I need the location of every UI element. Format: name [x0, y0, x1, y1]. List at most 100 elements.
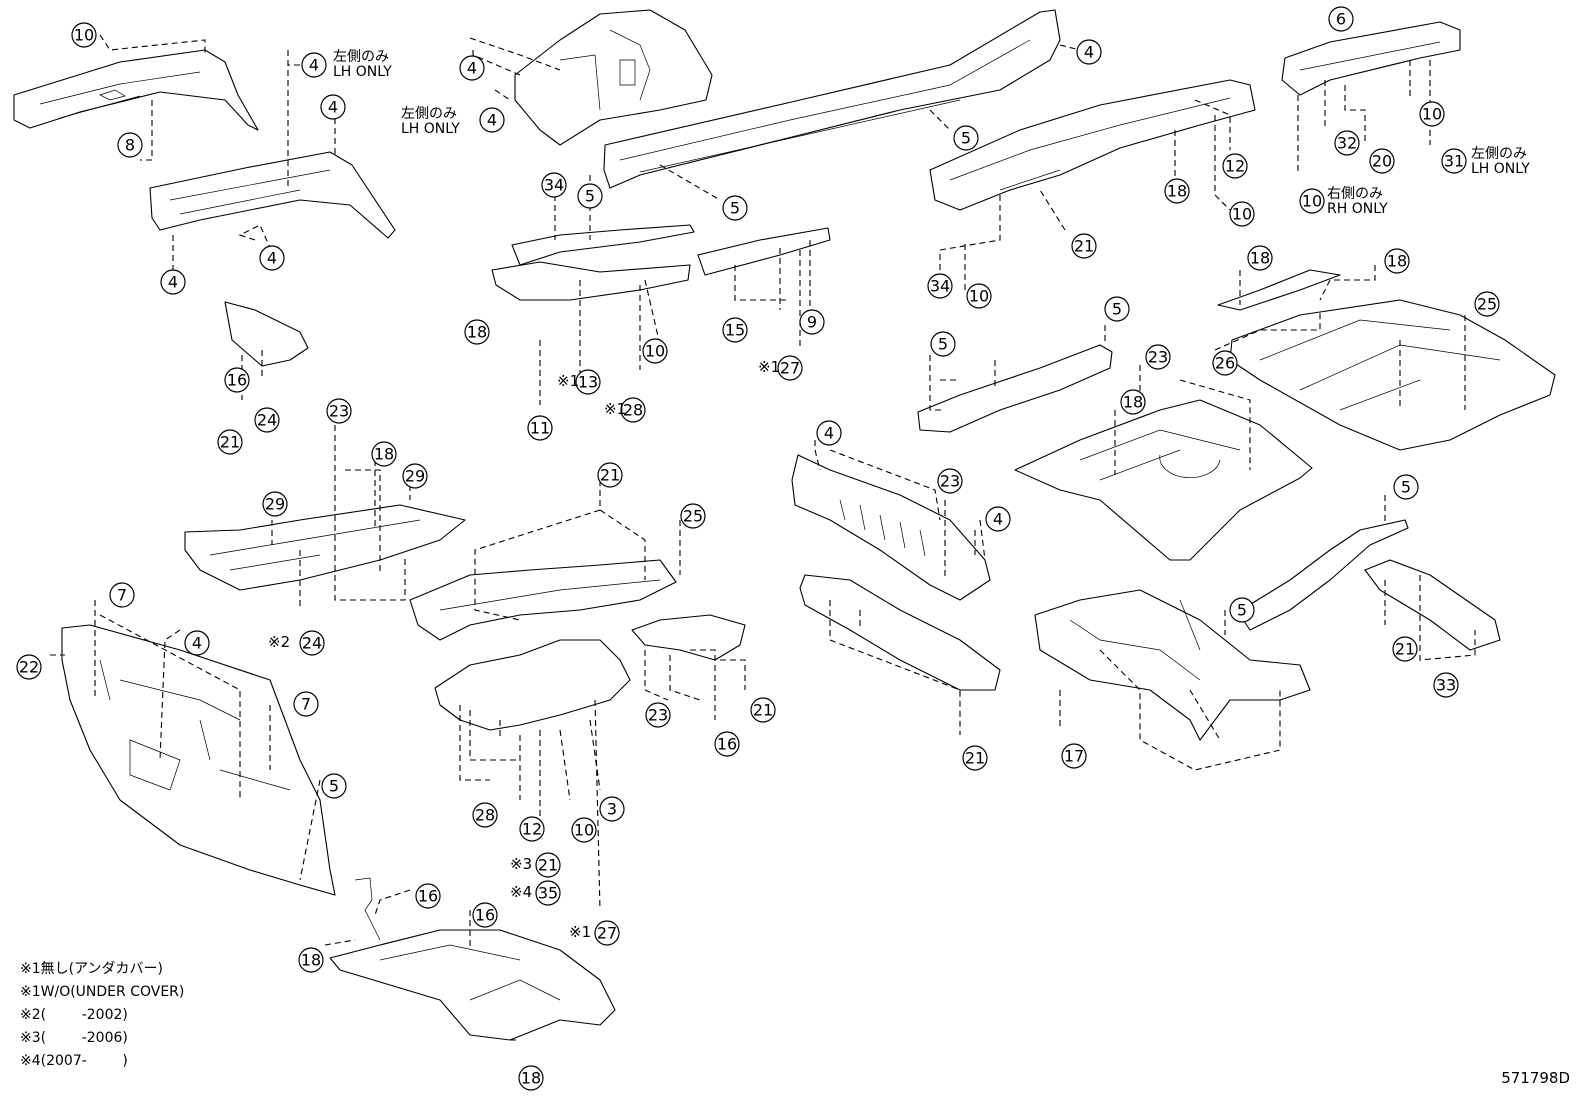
note-mark: ※1: [604, 400, 627, 418]
svg-text:18: 18: [1387, 252, 1407, 271]
callout: 34: [541, 172, 567, 198]
svg-text:25: 25: [683, 507, 703, 526]
callout: 10: [642, 338, 668, 364]
svg-text:3: 3: [607, 800, 617, 819]
callout: 16: [224, 367, 250, 393]
svg-text:5: 5: [730, 199, 740, 218]
svg-text:24: 24: [257, 411, 277, 430]
callout: 25: [680, 503, 706, 529]
svg-text:9: 9: [807, 313, 817, 332]
callout: 12: [1222, 153, 1248, 179]
svg-text:17: 17: [1064, 747, 1084, 766]
callout: 5: [1104, 296, 1130, 322]
legend-row: ※2( -2002): [20, 1007, 128, 1023]
callout: 4: [459, 55, 485, 81]
svg-text:18: 18: [1250, 249, 1270, 268]
svg-text:4: 4: [487, 111, 497, 130]
svg-text:18: 18: [301, 951, 321, 970]
svg-text:5: 5: [961, 129, 971, 148]
callout: 16: [472, 902, 498, 928]
svg-text:7: 7: [301, 695, 311, 714]
svg-text:10: 10: [1302, 192, 1322, 211]
svg-text:10: 10: [969, 287, 989, 306]
callout: 23: [645, 702, 671, 728]
svg-text:4: 4: [168, 273, 178, 292]
callout: 5: [953, 125, 979, 151]
svg-text:12: 12: [522, 820, 542, 839]
svg-text:10: 10: [1232, 205, 1252, 224]
svg-text:16: 16: [418, 887, 438, 906]
svg-text:29: 29: [405, 467, 425, 486]
callout: 4: [816, 420, 842, 446]
svg-text:15: 15: [725, 321, 745, 340]
svg-text:10: 10: [574, 821, 594, 840]
callout: 11: [527, 415, 553, 441]
svg-text:23: 23: [329, 402, 349, 421]
callout: 13: [575, 369, 601, 395]
svg-text:21: 21: [1074, 237, 1094, 256]
callout: 23: [937, 468, 963, 494]
svg-text:26: 26: [1215, 354, 1235, 373]
svg-text:4: 4: [824, 424, 834, 443]
callout: 7: [293, 691, 319, 717]
callout: 10: [71, 22, 97, 48]
callout: 4: [479, 107, 505, 133]
svg-text:4: 4: [993, 510, 1003, 529]
svg-text:12: 12: [1225, 157, 1245, 176]
svg-text:32: 32: [1337, 134, 1357, 153]
svg-text:8: 8: [125, 136, 135, 155]
callout: 16: [714, 731, 740, 757]
callout: 32: [1334, 130, 1360, 156]
callout: 18: [1164, 178, 1190, 204]
callout: 7: [109, 582, 135, 608]
callout: 34: [927, 273, 953, 299]
svg-text:10: 10: [645, 342, 665, 361]
svg-text:21: 21: [600, 466, 620, 485]
leader-lines: [50, 34, 1476, 1041]
svg-text:27: 27: [780, 359, 800, 378]
callout: 18: [1384, 248, 1410, 274]
svg-text:21: 21: [220, 433, 240, 452]
callout: 5: [722, 195, 748, 221]
callout: 18: [518, 1065, 544, 1091]
callout: 35: [535, 880, 561, 906]
callout: 33: [1433, 672, 1459, 698]
callout: 9: [799, 309, 825, 335]
svg-text:23: 23: [648, 706, 668, 725]
callout: 29: [402, 463, 428, 489]
callout: 21: [750, 697, 776, 723]
callout: 10: [1299, 188, 1325, 214]
note-mark: ※2: [268, 633, 291, 651]
callout: 29: [262, 491, 288, 517]
callout: 20: [1369, 148, 1395, 174]
callout: 26: [1212, 350, 1238, 376]
callout: 10: [571, 817, 597, 843]
svg-text:16: 16: [717, 735, 737, 754]
legend-row: ※1無し(アンダカバー): [20, 961, 164, 977]
note-mark: ※1: [758, 358, 781, 376]
svg-text:13: 13: [578, 373, 598, 392]
callout: 24: [254, 407, 280, 433]
svg-text:18: 18: [521, 1069, 541, 1088]
svg-text:29: 29: [265, 495, 285, 514]
svg-text:5: 5: [938, 335, 948, 354]
callout: 6: [1328, 6, 1354, 32]
svg-text:7: 7: [117, 586, 127, 605]
callout: 4: [160, 269, 186, 295]
svg-text:4: 4: [192, 634, 202, 653]
svg-text:21: 21: [965, 749, 985, 768]
svg-text:21: 21: [1395, 640, 1415, 659]
svg-text:18: 18: [467, 323, 487, 342]
callout: 21: [1071, 233, 1097, 259]
callout: 23: [326, 398, 352, 424]
svg-text:21: 21: [538, 856, 558, 875]
callout: 4: [1076, 39, 1102, 65]
svg-text:16: 16: [227, 371, 247, 390]
part-outlines: [13, 9, 1556, 1041]
svg-text:5: 5: [1237, 601, 1247, 620]
svg-text:18: 18: [1167, 182, 1187, 201]
callout: 22: [16, 654, 42, 680]
svg-text:6: 6: [1336, 10, 1346, 29]
callout: 10: [966, 283, 992, 309]
